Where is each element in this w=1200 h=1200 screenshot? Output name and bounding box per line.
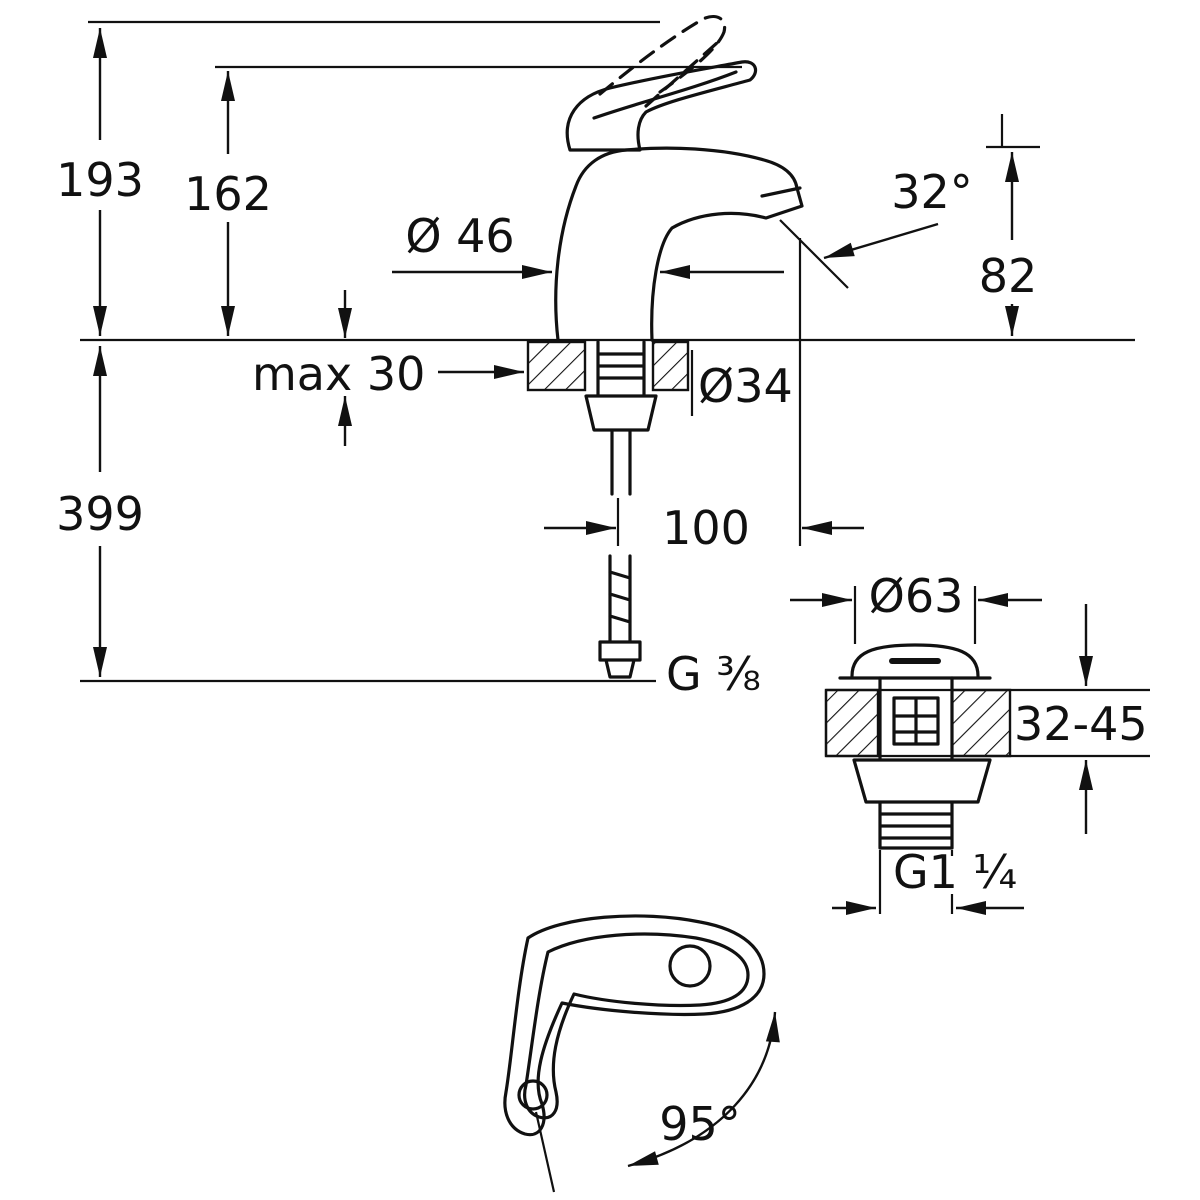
dim-hose-length-label: 399 (56, 487, 144, 541)
main-view-dimensions: 193 162 399 Ø 46 max 30 Ø34 100 32° 82 G… (56, 28, 1037, 701)
dim-max-deck-thickness-label: max 30 (252, 347, 425, 401)
dim-spout-reach-label: 100 (662, 501, 750, 555)
dim-body-height-label: 162 (184, 167, 272, 221)
dim-hole-diameter-label: Ø34 (698, 359, 793, 413)
handle-raised-dashed-outline (598, 14, 727, 96)
dim-total-height-label: 193 (56, 153, 144, 207)
lever-handle-inner-line (592, 70, 738, 120)
deck-hatch-right (651, 340, 690, 392)
aerator-line (760, 186, 802, 198)
lever-handle (565, 60, 758, 152)
dim-arrow-32deg-leader (823, 222, 939, 260)
extension-lines (80, 20, 1135, 683)
handle-swing-angle-label: 95° (659, 1097, 741, 1151)
handle-raised-dashed-edge (644, 40, 720, 108)
waste-deck-range-label: 32-45 (1014, 697, 1148, 751)
dim-spout-height-label: 82 (979, 249, 1038, 303)
shank-nut-hose (584, 340, 658, 679)
cartridge-axis-circle (668, 944, 712, 988)
waste-thread-label: G1 ¹⁄₄ (893, 845, 1017, 899)
faucet-body-spout (554, 146, 804, 342)
supply-thread-label: G ³⁄₈ (666, 647, 761, 701)
waste-flange-diameter-label: Ø63 (869, 569, 964, 623)
swing-reference-line (534, 1111, 556, 1193)
swing-arc-95 (627, 1011, 780, 1168)
pivot-circle (517, 1079, 549, 1111)
dim-spout-angle-label: 32° (891, 165, 973, 219)
deck-hatch-left (526, 340, 587, 392)
waste-cap (838, 643, 992, 680)
waste-deck-hatch-right (950, 688, 1012, 758)
handle-top-view: 95° (503, 914, 780, 1193)
pop-up-waste-view: Ø63 32-45 G1 ¹⁄₄ (790, 569, 1150, 915)
waste-extension-lines (853, 586, 977, 914)
waste-deck-hatch-left (824, 688, 880, 758)
faucet-side-view (80, 14, 1135, 683)
handle-top-inner-outline (523, 932, 750, 1120)
handle-top-outer-outline (503, 914, 766, 1137)
waste-body (852, 676, 992, 850)
dim-body-diameter-label: Ø 46 (405, 209, 514, 263)
